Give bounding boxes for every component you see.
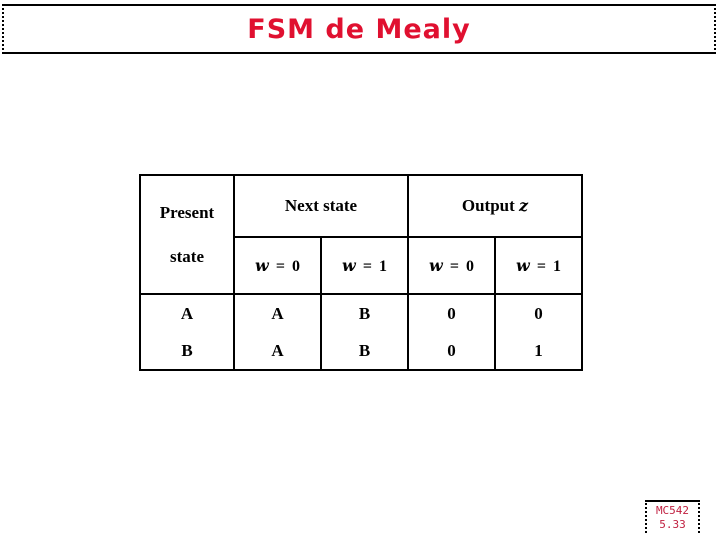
header-next-state-w1: w = 1 bbox=[320, 236, 409, 295]
equals-sign: = bbox=[449, 257, 459, 275]
equals-sign: = bbox=[275, 257, 285, 275]
footer-course-code: MC542 bbox=[655, 503, 690, 517]
state-transition-table-container: Present state Next state Output z w = 0 bbox=[139, 174, 584, 371]
variable-w-icon: w bbox=[516, 255, 530, 275]
header-output-label: Output bbox=[461, 196, 515, 215]
table-header-row-main: Present state Next state Output z bbox=[139, 174, 584, 295]
header-output-w1-value: 1 bbox=[552, 257, 561, 275]
cell-output-w1: 1 bbox=[493, 332, 584, 371]
header-next-state-w1-value: 1 bbox=[378, 257, 387, 275]
header-output-w1: w = 1 bbox=[493, 236, 584, 295]
header-present-state: Present state bbox=[139, 174, 235, 295]
cell-output-w0: 0 bbox=[407, 332, 496, 371]
table-header-row-sub: w = 0 w = 1 w = 0 w = 1 bbox=[140, 236, 584, 295]
header-present-state-line1: Present bbox=[159, 203, 215, 223]
cell-output-w1: 0 bbox=[493, 293, 584, 332]
footer-slide-number: 5.33 bbox=[659, 517, 686, 531]
variable-w-icon: w bbox=[429, 255, 443, 275]
header-output-w0-value: 0 bbox=[465, 257, 474, 275]
header-next-state: Next state bbox=[233, 174, 409, 238]
cell-output-w0: 0 bbox=[407, 293, 496, 332]
table-row: B A B 0 1 bbox=[139, 332, 584, 371]
cell-next-state-w0: A bbox=[233, 293, 322, 332]
state-transition-table: Present state Next state Output z w = 0 bbox=[139, 174, 584, 371]
variable-w-icon: w bbox=[255, 255, 269, 275]
header-output-variable-z: z bbox=[519, 196, 529, 215]
slide-title-bar: FSM de Mealy bbox=[2, 4, 716, 54]
cell-next-state-w0: A bbox=[233, 332, 322, 371]
slide-footer-tag: MC542 5.33 bbox=[645, 500, 700, 533]
header-next-state-w0: w = 0 bbox=[233, 236, 322, 295]
cell-next-state-w1: B bbox=[320, 293, 409, 332]
cell-next-state-w1: B bbox=[320, 332, 409, 371]
equals-sign: = bbox=[362, 257, 372, 275]
cell-present-state: A bbox=[139, 293, 235, 332]
cell-present-state: B bbox=[139, 332, 235, 371]
variable-w-icon: w bbox=[342, 255, 356, 275]
table-row: A A B 0 0 bbox=[139, 293, 584, 332]
header-output: Output z bbox=[406, 174, 584, 238]
equals-sign: = bbox=[536, 257, 546, 275]
page-title: FSM de Mealy bbox=[247, 13, 471, 45]
header-present-state-line2: state bbox=[170, 246, 204, 266]
header-next-state-w0-value: 0 bbox=[291, 257, 300, 275]
header-next-state-label: Next state bbox=[284, 196, 358, 215]
header-output-w0: w = 0 bbox=[407, 236, 496, 295]
